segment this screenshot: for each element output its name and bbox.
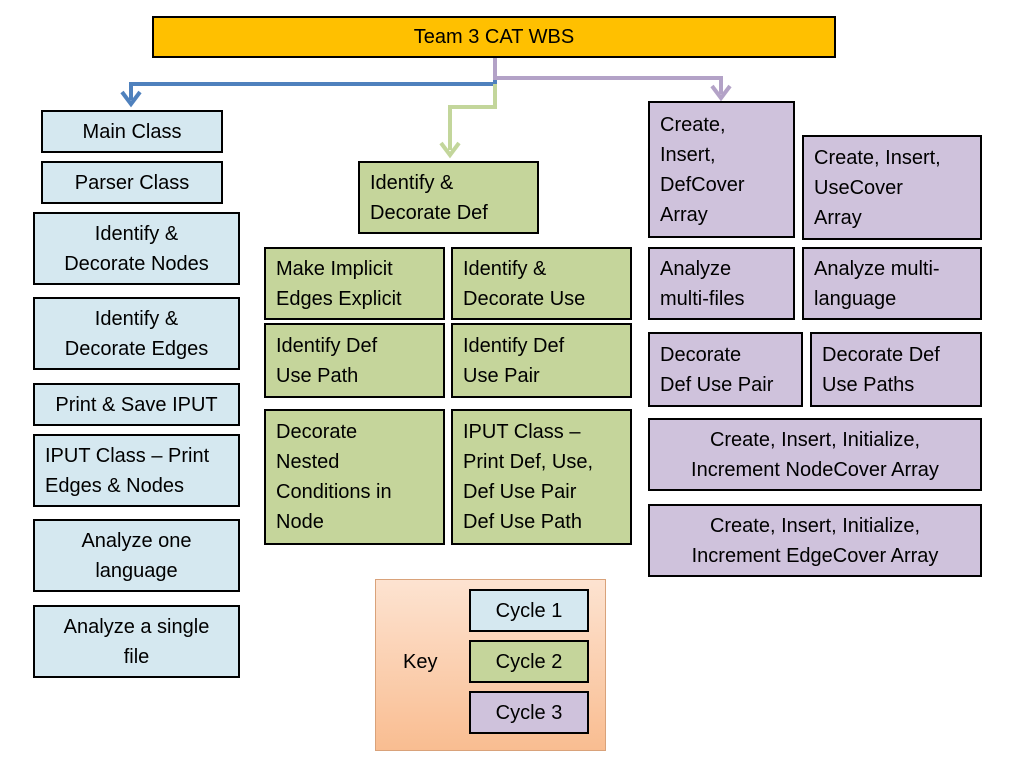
task-identify-decorate-nodes: Identify & Decorate Nodes: [33, 212, 240, 285]
task-identify-decorate-use: Identify & Decorate Use: [451, 247, 632, 320]
task-identify-decorate-edges: Identify & Decorate Edges: [33, 297, 240, 370]
legend-cycle-2: Cycle 2: [469, 640, 589, 683]
arrowhead-cycle3: [710, 84, 732, 102]
connector-cycle1: [129, 58, 497, 100]
task-print-save-iput: Print & Save IPUT: [33, 383, 240, 426]
legend-title: Key: [403, 651, 438, 673]
task-identify-decorate-def: Identify & Decorate Def: [358, 161, 539, 234]
connector-cycle3: [493, 58, 723, 94]
arrowhead-cycle1: [120, 90, 142, 108]
task-make-implicit-edges-explicit: Make Implicit Edges Explicit: [264, 247, 445, 320]
connector-cycle2: [448, 84, 497, 150]
task-defcover-array: Create, Insert, DefCover Array: [648, 101, 795, 238]
task-analyze-single-file: Analyze a single file: [33, 605, 240, 678]
task-analyze-one-language: Analyze one language: [33, 519, 240, 592]
task-analyze-multi-language: Analyze multi- language: [802, 247, 982, 320]
task-decorate-def-use-paths: Decorate Def Use Paths: [810, 332, 982, 407]
legend-cycle-1: Cycle 1: [469, 589, 589, 632]
task-decorate-def-use-pair: Decorate Def Use Pair: [648, 332, 803, 407]
task-main-class: Main Class: [41, 110, 223, 153]
task-nodecover-array: Create, Insert, Initialize, Increment No…: [648, 418, 982, 491]
wbs-title: Team 3 CAT WBS: [152, 16, 836, 58]
task-identify-def-use-pair: Identify Def Use Pair: [451, 323, 632, 398]
legend-cycle-3: Cycle 3: [469, 691, 589, 734]
task-parser-class: Parser Class: [41, 161, 223, 204]
task-iput-class-print-def-use: IPUT Class – Print Def, Use, Def Use Pai…: [451, 409, 632, 545]
task-decorate-nested-conditions: Decorate Nested Conditions in Node: [264, 409, 445, 545]
task-analyze-multi-files: Analyze multi-files: [648, 247, 795, 320]
task-identify-def-use-path: Identify Def Use Path: [264, 323, 445, 398]
task-usecover-array: Create, Insert, UseCover Array: [802, 135, 982, 240]
arrowhead-cycle2: [439, 141, 461, 159]
task-iput-class-print-edges-nodes: IPUT Class – Print Edges & Nodes: [33, 434, 240, 507]
task-edgecover-array: Create, Insert, Initialize, Increment Ed…: [648, 504, 982, 577]
